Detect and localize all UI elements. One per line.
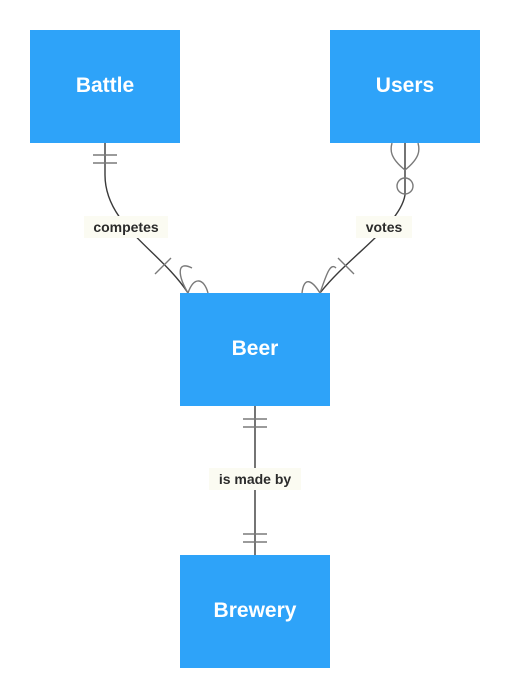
- entity-brewery[interactable]: Brewery: [180, 555, 330, 668]
- competes-label: competes: [93, 219, 159, 235]
- is-made-by-brewery-one-marker: [243, 533, 267, 543]
- relationship-competes: competes: [84, 143, 209, 294]
- votes-label: votes: [366, 219, 403, 235]
- entity-battle[interactable]: Battle: [30, 30, 180, 143]
- is-made-by-beer-one-marker: [243, 418, 267, 428]
- votes-beer-many-marker: [301, 257, 355, 294]
- competes-beer-many-marker: [154, 257, 209, 294]
- votes-users-zero-marker: [396, 177, 414, 195]
- entity-users-label: Users: [376, 74, 434, 97]
- is-made-by-label-background: [209, 468, 301, 490]
- competes-label-background: [84, 216, 168, 238]
- relationship-votes: votes: [301, 142, 420, 294]
- entity-brewery-label: Brewery: [214, 599, 297, 622]
- entity-brewery-box[interactable]: [180, 555, 330, 668]
- is-made-by-label: is made by: [219, 471, 292, 487]
- votes-label-background: [356, 216, 412, 238]
- entity-battle-box[interactable]: [30, 30, 180, 143]
- entity-users[interactable]: Users: [330, 30, 480, 143]
- entity-users-box[interactable]: [330, 30, 480, 143]
- competes-battle-one-marker: [93, 154, 117, 164]
- entity-beer[interactable]: Beer: [180, 293, 330, 406]
- relationship-is-made-by: is made by: [209, 406, 301, 555]
- entity-beer-box[interactable]: [180, 293, 330, 406]
- votes-users-many-marker: [390, 142, 420, 171]
- entity-battle-label: Battle: [76, 74, 134, 97]
- entity-beer-label: Beer: [232, 337, 279, 360]
